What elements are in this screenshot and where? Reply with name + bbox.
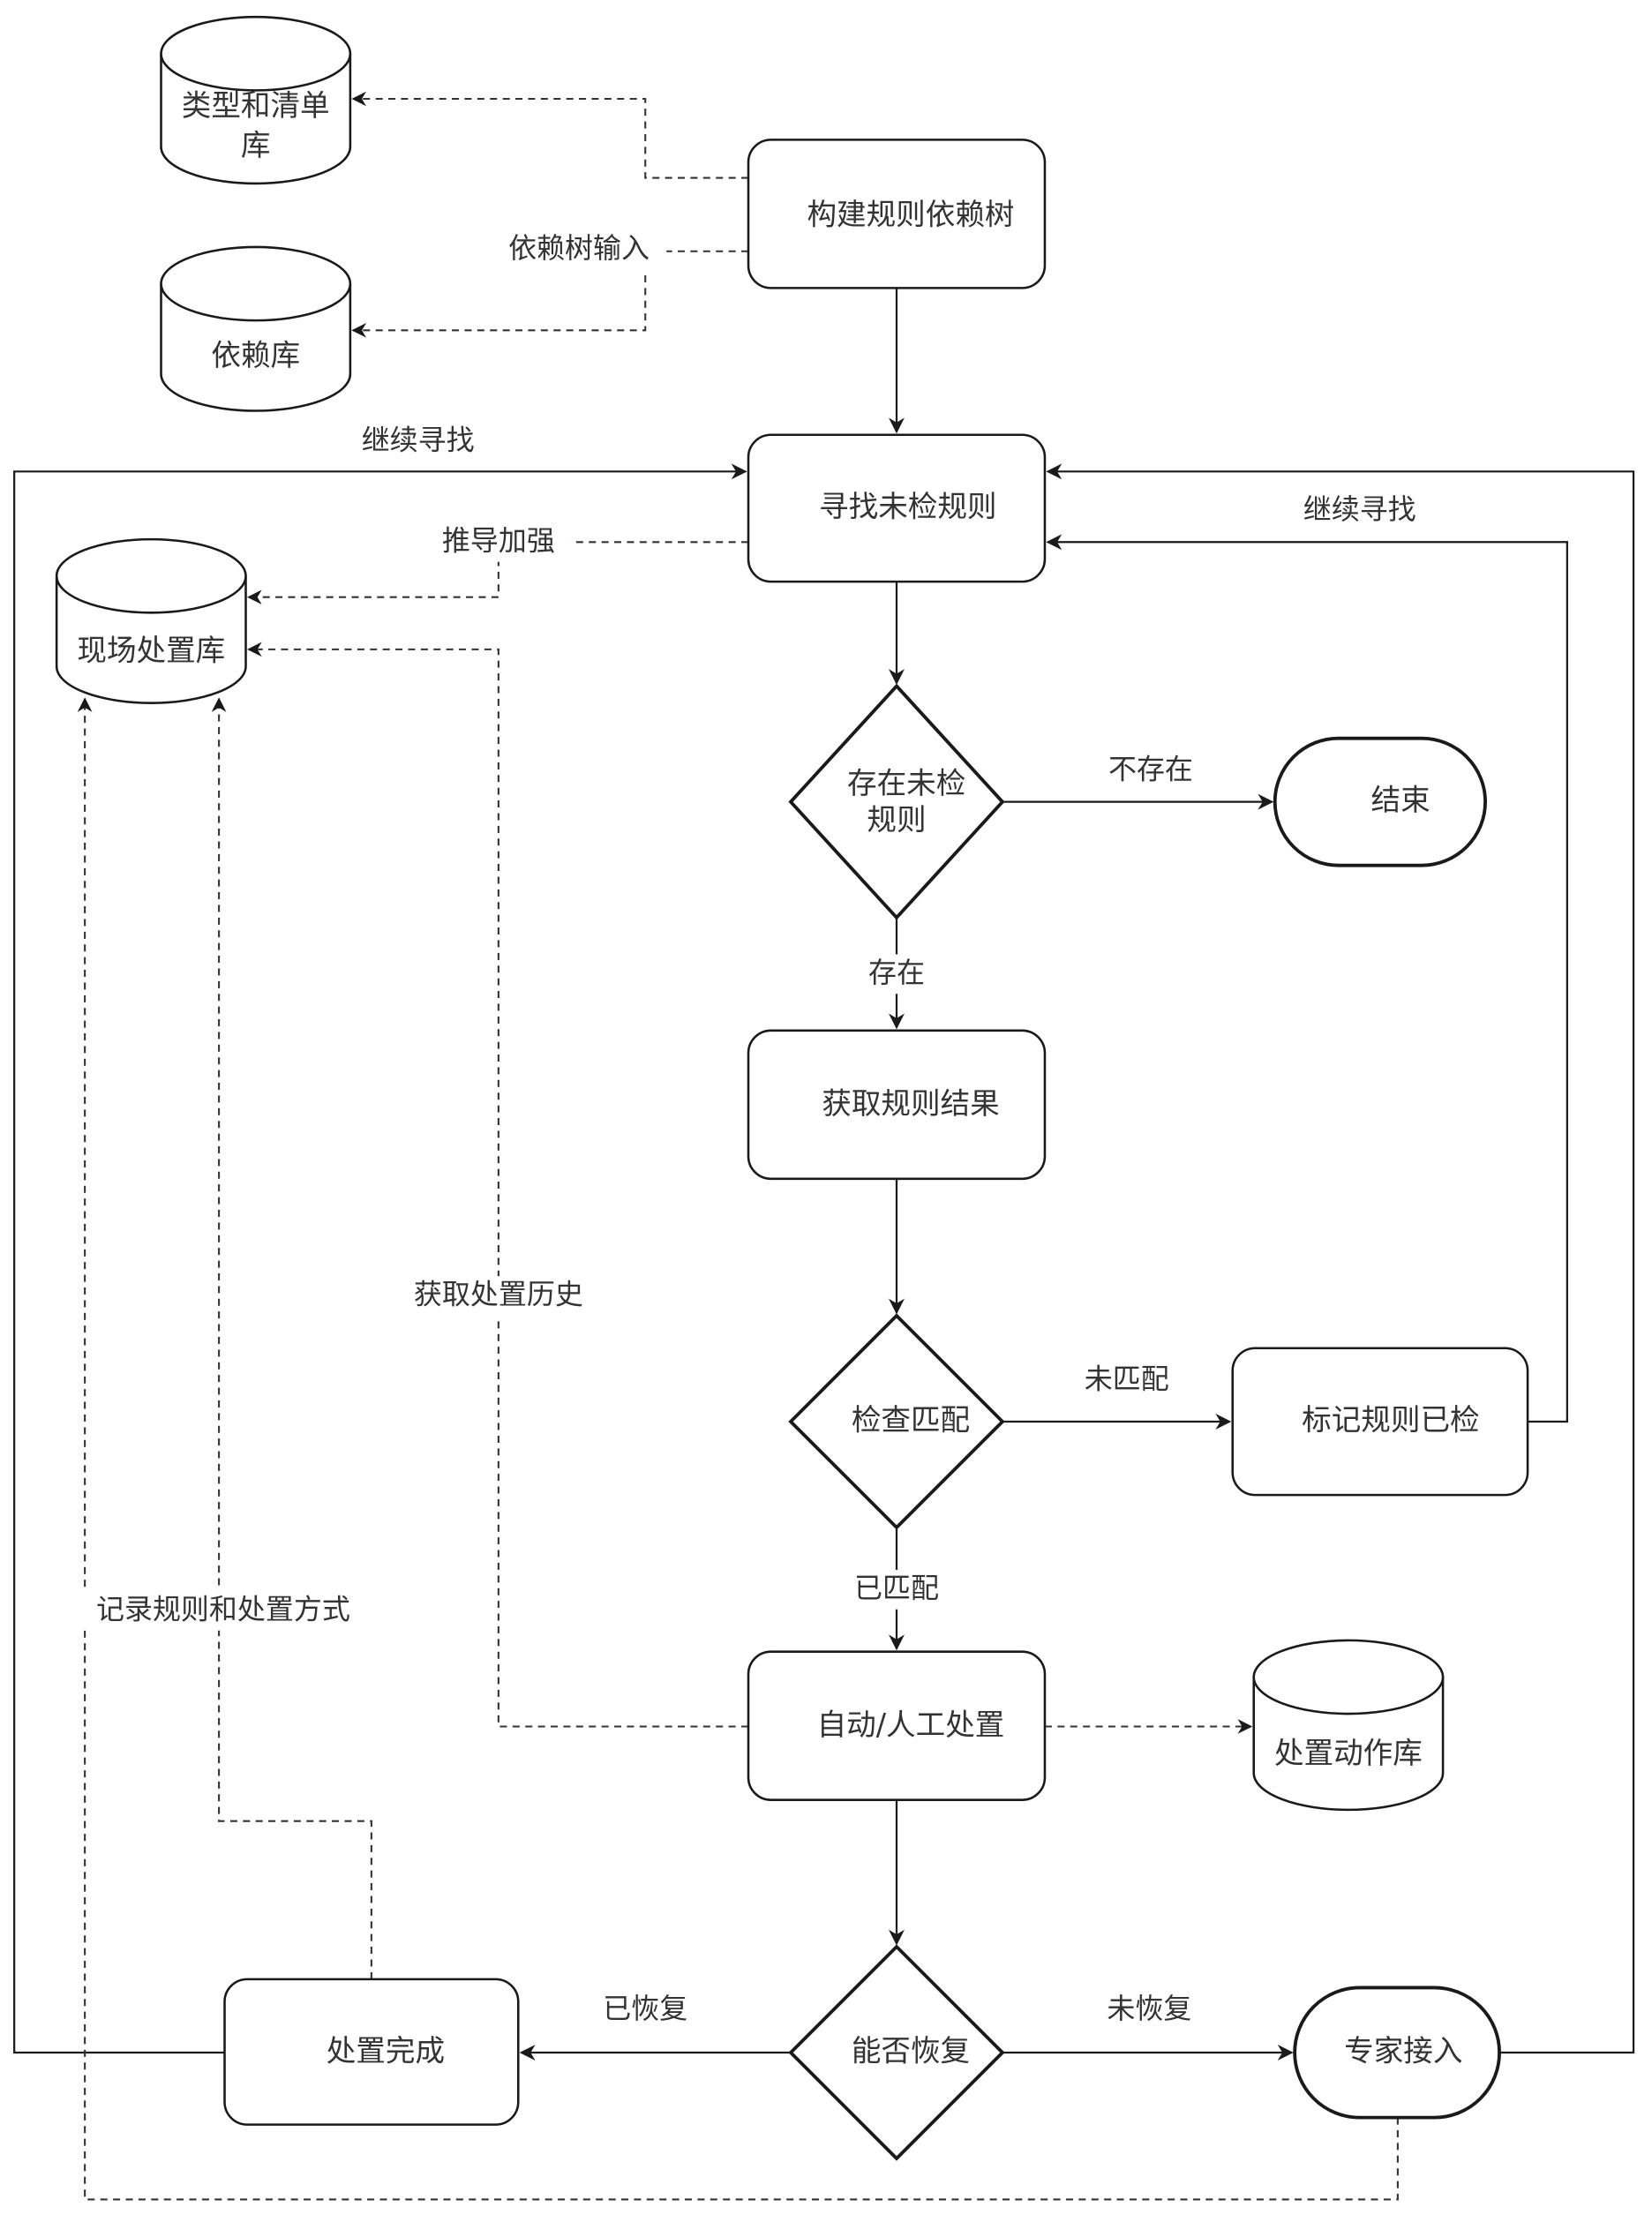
dispose-node[interactable]: 自动/人工处置 xyxy=(747,1650,1047,1801)
process-box xyxy=(223,1978,520,2126)
label-bg xyxy=(491,229,667,270)
end-label: 结束 xyxy=(1371,783,1430,817)
dashed-edges xyxy=(77,91,1399,2201)
cylinder-top xyxy=(160,15,352,92)
label-get-history: 获取处置历史 xyxy=(414,1278,583,1311)
label-continue-right: 继续寻找 xyxy=(1303,492,1416,526)
mark-checked-label: 标记规则已检 xyxy=(1302,1402,1479,1437)
field-db-label: 现场处置库 xyxy=(77,634,225,668)
action-db-label: 处置动作库 xyxy=(1274,1736,1423,1770)
process-box xyxy=(747,139,1047,289)
label-recovered: 已恢复 xyxy=(603,1992,687,2025)
terminator-shape xyxy=(1293,1986,1501,2120)
decision-diamond xyxy=(788,1944,1005,2161)
cylinder-body xyxy=(1252,1677,1445,1812)
cylinder-top xyxy=(1252,1639,1445,1715)
check-match-decision[interactable]: 检查匹配 xyxy=(788,1313,1005,1530)
cylinder-top xyxy=(160,245,352,322)
label-tree-input: 依赖树输入 xyxy=(508,231,650,265)
expert-label: 专家接入 xyxy=(1344,2034,1462,2068)
label-exists: 存在 xyxy=(868,956,925,989)
label-bg xyxy=(71,1590,376,1631)
decision-diamond xyxy=(788,1313,1005,1530)
find-unchecked-label: 寻找未检规则 xyxy=(819,489,996,523)
can-recover-decision[interactable]: 能否恢复 xyxy=(788,1944,1005,2161)
edge-dispose-history-to-field-db xyxy=(247,642,749,1728)
action-db[interactable]: 处置动作库 xyxy=(1252,1639,1445,1812)
exists-unchecked-decision[interactable]: 存在未检 xyxy=(788,683,1005,920)
edge-done-record-to-field-db xyxy=(211,697,372,1979)
edge-done-loop-to-find xyxy=(13,463,747,2054)
expert-node[interactable]: 专家接入 xyxy=(1293,1986,1501,2120)
edge-build-to-dep-db xyxy=(351,250,749,338)
mark-checked-node[interactable]: 标记规则已检 xyxy=(1231,1347,1529,1497)
process-box xyxy=(747,1650,1047,1801)
terminator-shape xyxy=(1273,736,1488,867)
dependency-db[interactable]: 依赖库 xyxy=(160,245,352,412)
label-continue-left: 继续寻找 xyxy=(362,424,475,457)
exists-unchecked-label-2: 规则 xyxy=(867,803,926,837)
process-box xyxy=(747,1029,1047,1181)
label-record: 记录规则和处置方式 xyxy=(96,1592,350,1625)
find-unchecked-node[interactable]: 寻找未检规则 xyxy=(747,433,1047,583)
end-node[interactable]: 结束 xyxy=(1273,736,1488,867)
edge-build-to-type-db xyxy=(351,91,749,179)
label-unmatched: 未匹配 xyxy=(1085,1362,1169,1396)
label-bg xyxy=(392,1276,604,1316)
label-not-exists: 不存在 xyxy=(1108,752,1193,785)
get-result-label: 获取规则结果 xyxy=(822,1086,999,1121)
dispose-label: 自动/人工处置 xyxy=(817,1708,1005,1742)
dependency-db-label: 依赖库 xyxy=(211,338,300,372)
type-list-db[interactable]: 类型和清单 库 xyxy=(160,15,352,185)
label-bg xyxy=(853,954,939,995)
build-tree-label: 构建规则依赖树 xyxy=(807,197,1014,231)
build-tree-node[interactable]: 构建规则依赖树 xyxy=(747,139,1047,289)
decision-diamond xyxy=(788,683,1005,920)
process-box xyxy=(747,433,1047,583)
solid-edges xyxy=(13,288,1635,2061)
type-list-db-label-1: 类型和清单 xyxy=(182,88,330,123)
label-matched: 已匹配 xyxy=(854,1571,939,1604)
can-recover-label: 能否恢复 xyxy=(852,2034,970,2068)
label-bg xyxy=(426,522,571,562)
label-not-recovered: 未恢复 xyxy=(1107,1992,1191,2025)
edge-mark-to-find xyxy=(1046,534,1568,1423)
field-db[interactable]: 现场处置库 xyxy=(55,537,247,704)
done-label: 处置完成 xyxy=(327,2034,445,2068)
edge-expert-record-to-field-db xyxy=(77,697,1399,2201)
get-result-node[interactable]: 获取规则结果 xyxy=(747,1029,1047,1181)
label-bg xyxy=(839,1569,953,1610)
done-node[interactable]: 处置完成 xyxy=(223,1978,520,2126)
edge-labels: 依赖树输入 继续寻找 继续寻找 推导加强 不存在 存在 未匹配 已匹配 获取处置… xyxy=(71,229,1416,2025)
edge-expert-loop-to-find xyxy=(1046,463,1635,2054)
process-box xyxy=(1231,1347,1529,1497)
cylinder-top xyxy=(55,537,247,614)
exists-unchecked-label-1: 存在未检 xyxy=(847,766,965,800)
label-derive-enhance: 推导加强 xyxy=(442,523,555,557)
type-list-db-label-2: 库 xyxy=(241,128,271,162)
check-match-label: 检查匹配 xyxy=(852,1402,970,1437)
